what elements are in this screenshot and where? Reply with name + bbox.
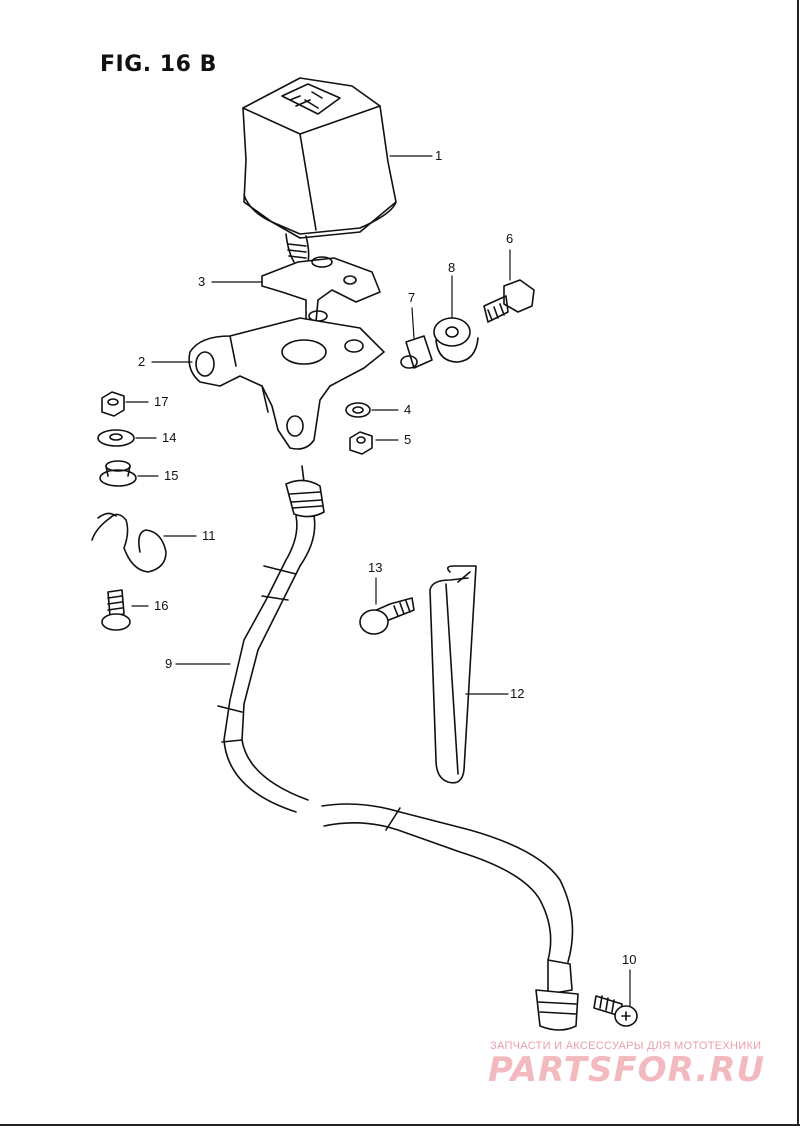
part-16-screw	[101, 589, 131, 631]
watermark-brand-logo: PARTSFOR.RU	[488, 1050, 766, 1090]
part-12-wire-clip	[429, 565, 477, 784]
bottom-border	[0, 1124, 800, 1126]
watermark-tagline: ЗАПЧАСТИ И АКСЕССУАРЫ ДЛЯ МОТОТЕХНИКИ	[490, 1040, 762, 1052]
callout-13: 13	[368, 560, 383, 575]
part-15-collar	[99, 460, 137, 487]
callout-11: 11	[202, 528, 216, 543]
part-13-bolt	[359, 597, 415, 635]
callout-12: 12	[510, 686, 525, 701]
part-9-cable	[217, 465, 579, 1031]
callout-3: 3	[198, 274, 206, 289]
leader-lines	[125, 155, 631, 1007]
part-6-bolt	[483, 279, 535, 323]
callout-6: 6	[506, 231, 514, 246]
callout-4: 4	[404, 402, 412, 417]
part-3-tab-plate	[261, 256, 381, 323]
callout-9: 9	[165, 656, 173, 671]
figure-title: FIG. 16 B	[100, 52, 217, 77]
part-11-spring-clip	[91, 512, 167, 573]
part-17-nut	[101, 391, 125, 417]
part-10-screw	[593, 995, 638, 1027]
callout-14: 14	[162, 430, 177, 445]
callout-2: 2	[138, 354, 146, 369]
right-border	[797, 0, 799, 1126]
callout-5: 5	[404, 432, 412, 447]
part-2-bracket	[188, 317, 385, 450]
part-14-washer	[97, 429, 135, 447]
part-5-nut	[349, 431, 373, 455]
part-8-grommet	[433, 317, 479, 363]
callout-7: 7	[408, 290, 416, 305]
callout-1: 1	[435, 148, 443, 163]
part-1-relay-box	[242, 77, 397, 263]
callout-8: 8	[448, 260, 456, 275]
part-7-sleeve	[400, 335, 433, 369]
part-4-washer	[345, 402, 371, 418]
callout-15: 15	[164, 468, 179, 483]
callout-17: 17	[154, 394, 169, 409]
callout-10: 10	[622, 952, 637, 967]
callout-16: 16	[154, 598, 169, 613]
